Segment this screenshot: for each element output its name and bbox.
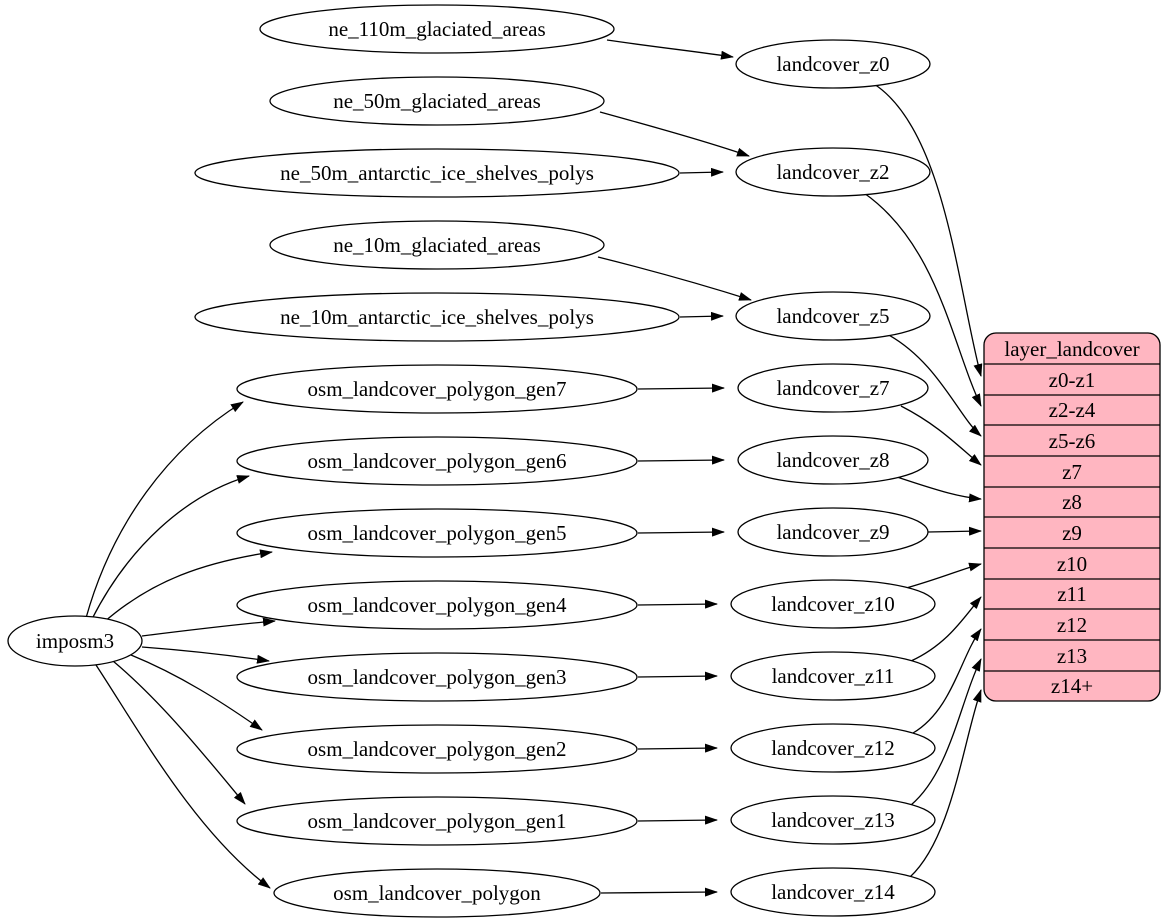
edge-z0-to-row-z0-z1 — [873, 83, 983, 377]
node-osm-landcover-polygon-gen5-label: osm_landcover_polygon_gen5 — [308, 521, 567, 545]
node-osm-landcover-polygon-gen2-label: osm_landcover_polygon_gen2 — [308, 737, 567, 761]
table-row-z9: z9 — [1062, 521, 1082, 545]
edge-polygon-to-z14 — [600, 887, 718, 897]
table-row-z7: z7 — [1062, 460, 1082, 484]
node-osm-landcover-polygon-gen3: osm_landcover_polygon_gen3 — [236, 652, 638, 702]
edge-z9-to-row-z9 — [927, 526, 982, 536]
edge-imposm3-to-gen6 — [91, 475, 250, 620]
node-landcover-z10: landcover_z10 — [730, 579, 936, 629]
edge-gen7-to-z7 — [637, 383, 725, 393]
node-landcover-z2: landcover_z2 — [735, 147, 931, 197]
edge-imposm3-to-polygon — [95, 664, 271, 889]
edge-layer — [85, 39, 983, 897]
node-osm-landcover-polygon-gen4-label: osm_landcover_polygon_gen4 — [308, 593, 567, 617]
node-osm-landcover-polygon-gen6-label: osm_landcover_polygon_gen6 — [308, 449, 567, 473]
node-ne-50m-antarctic-ice-shelves-polys: ne_50m_antarctic_ice_shelves_polys — [194, 148, 680, 198]
table-row-z0-z1: z0-z1 — [1049, 368, 1096, 392]
node-osm-landcover-polygon-gen7: osm_landcover_polygon_gen7 — [236, 364, 638, 414]
edge-z12-to-row-z12 — [912, 628, 982, 734]
edge-z2-to-row-z2-z4 — [863, 192, 982, 407]
table-row-z12: z12 — [1057, 613, 1087, 637]
edge-z14-to-row-z14plus — [909, 689, 982, 878]
table-row-z14plus: z14+ — [1051, 674, 1093, 698]
edge-imposm3-to-gen1 — [112, 660, 246, 805]
node-ne-10m-antarctic-ice-shelves-polys: ne_10m_antarctic_ice_shelves_polys — [194, 292, 680, 342]
table-layer-landcover: layer_landcover z0-z1 z2-z4 z5-z6 z7 z8 … — [983, 332, 1161, 702]
node-osm-landcover-polygon-gen3-label: osm_landcover_polygon_gen3 — [308, 665, 567, 689]
node-landcover-z2-label: landcover_z2 — [776, 160, 889, 184]
edge-z10-to-row-z10 — [902, 562, 982, 590]
node-landcover-z11: landcover_z11 — [730, 651, 936, 701]
node-ne-10m-antarctic-ice-shelves-polys-label: ne_10m_antarctic_ice_shelves_polys — [280, 305, 594, 329]
table-row-z5-z6: z5-z6 — [1049, 429, 1096, 453]
edge-gen1-to-z13 — [637, 815, 718, 825]
edge-ne10m-antarctic-to-z5 — [679, 311, 724, 321]
table-row-z11: z11 — [1057, 582, 1087, 606]
node-landcover-z14-label: landcover_z14 — [771, 880, 895, 904]
edge-gen5-to-z9 — [637, 527, 725, 537]
edge-imposm3-to-gen3 — [141, 646, 270, 664]
node-ne-110m-glaciated-areas-label: ne_110m_glaciated_areas — [328, 17, 545, 41]
edge-ne50m-glaciated-to-z2 — [599, 111, 750, 157]
node-ne-50m-glaciated-areas-label: ne_50m_glaciated_areas — [333, 89, 541, 113]
table-row-z2-z4: z2-z4 — [1049, 398, 1096, 422]
edge-z7-to-row-z7 — [900, 405, 982, 466]
table-row-z10: z10 — [1057, 552, 1087, 576]
node-osm-landcover-polygon-gen1-label: osm_landcover_polygon_gen1 — [308, 809, 567, 833]
table-row-z8: z8 — [1062, 490, 1082, 514]
edge-gen3-to-z11 — [637, 671, 718, 681]
node-imposm3: imposm3 — [7, 615, 143, 667]
node-ne-110m-glaciated-areas: ne_110m_glaciated_areas — [259, 4, 615, 54]
node-osm-landcover-polygon-gen6: osm_landcover_polygon_gen6 — [236, 436, 638, 486]
edge-gen4-to-z10 — [637, 599, 718, 609]
edge-imposm3-to-gen5 — [102, 549, 273, 624]
node-osm-landcover-polygon-gen7-label: osm_landcover_polygon_gen7 — [308, 377, 567, 401]
edge-imposm3-to-gen7 — [85, 401, 244, 619]
node-osm-landcover-polygon-gen2: osm_landcover_polygon_gen2 — [236, 724, 638, 774]
node-ne-10m-glaciated-areas-label: ne_10m_glaciated_areas — [333, 233, 541, 257]
node-landcover-z14: landcover_z14 — [730, 867, 936, 917]
node-landcover-z7-label: landcover_z7 — [776, 376, 889, 400]
node-ne-50m-glaciated-areas: ne_50m_glaciated_areas — [269, 76, 605, 126]
node-imposm3-label: imposm3 — [36, 629, 114, 653]
node-landcover-z12-label: landcover_z12 — [771, 736, 895, 760]
node-osm-landcover-polygon-label: osm_landcover_polygon — [333, 881, 541, 905]
edge-gen6-to-z8 — [637, 455, 725, 465]
edge-z5-to-row-z5-z6 — [886, 333, 982, 437]
node-osm-landcover-polygon: osm_landcover_polygon — [273, 868, 601, 918]
edge-gen2-to-z12 — [637, 743, 718, 753]
node-ne-50m-antarctic-ice-shelves-polys-label: ne_50m_antarctic_ice_shelves_polys — [280, 161, 594, 185]
node-ne-10m-glaciated-areas: ne_10m_glaciated_areas — [269, 220, 605, 270]
node-landcover-z8-label: landcover_z8 — [776, 448, 889, 472]
node-landcover-z5-label: landcover_z5 — [776, 304, 889, 328]
node-landcover-z10-label: landcover_z10 — [771, 592, 895, 616]
node-landcover-z9-label: landcover_z9 — [776, 520, 889, 544]
node-landcover-z9: landcover_z9 — [737, 507, 929, 557]
node-landcover-z7: landcover_z7 — [737, 363, 929, 413]
edge-imposm3-to-gen2 — [130, 654, 263, 731]
edge-ne10m-glaciated-to-z5 — [597, 256, 752, 301]
node-layer: imposm3 ne_110m_glaciated_areas ne_50m_g… — [7, 4, 936, 918]
node-landcover-z8: landcover_z8 — [737, 435, 929, 485]
node-osm-landcover-polygon-gen1: osm_landcover_polygon_gen1 — [236, 796, 638, 846]
edge-ne50m-antarctic-to-z2 — [679, 167, 724, 177]
edge-z13-to-row-z13 — [910, 658, 982, 806]
node-landcover-z11-label: landcover_z11 — [772, 664, 895, 688]
node-landcover-z5: landcover_z5 — [735, 291, 931, 341]
node-landcover-z13-label: landcover_z13 — [771, 808, 895, 832]
edge-ne110m-to-z0 — [606, 39, 734, 60]
node-osm-landcover-polygon-gen5: osm_landcover_polygon_gen5 — [236, 508, 638, 558]
edge-imposm3-to-gen4 — [141, 617, 276, 637]
edge-z11-to-row-z11 — [910, 596, 982, 662]
table-title: layer_landcover — [1004, 337, 1139, 361]
node-osm-landcover-polygon-gen4: osm_landcover_polygon_gen4 — [236, 580, 638, 630]
node-landcover-z0-label: landcover_z0 — [776, 52, 889, 76]
node-landcover-z12: landcover_z12 — [730, 723, 936, 773]
table-row-z13: z13 — [1057, 644, 1087, 668]
node-landcover-z0: landcover_z0 — [735, 39, 931, 89]
node-landcover-z13: landcover_z13 — [730, 795, 936, 845]
edge-z8-to-row-z8 — [896, 476, 982, 503]
